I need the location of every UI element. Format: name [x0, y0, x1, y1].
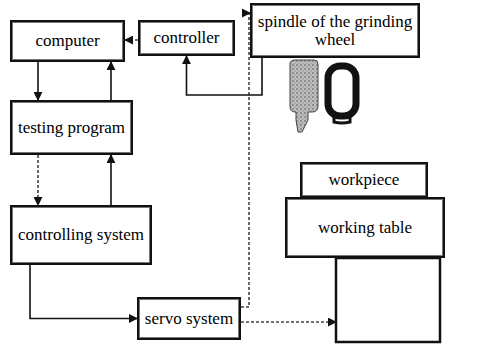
part-box: working table — [285, 197, 445, 258]
sensor-ring — [328, 66, 356, 123]
node-label: workpiece — [329, 171, 400, 189]
connector-arrow — [30, 265, 137, 319]
connector-arrow — [110, 155, 112, 205]
connector-arrow — [110, 62, 112, 100]
node-label: spindle of the grinding wheel — [257, 13, 413, 49]
node-label: servo system — [145, 310, 233, 328]
connector-arrow — [37, 62, 39, 100]
process-box: testing program — [10, 100, 133, 155]
node-label: controlling system — [18, 226, 144, 244]
process-box: controlling system — [10, 205, 152, 265]
node-label: computer — [35, 32, 99, 50]
connector-arrow — [241, 13, 250, 307]
connector-arrow — [241, 321, 336, 323]
connector-arrow — [125, 39, 138, 41]
table-base — [336, 258, 440, 342]
process-box: controller — [138, 20, 235, 56]
connector-arrow — [187, 56, 263, 95]
connector-arrow — [37, 155, 39, 205]
process-box: servo system — [137, 297, 241, 340]
node-label: testing program — [18, 119, 125, 137]
part-box: workpiece — [300, 162, 428, 198]
process-box: computer — [10, 20, 125, 62]
node-label: working table — [318, 219, 412, 237]
node-label: controller — [153, 29, 219, 47]
grinding-wheel — [290, 60, 318, 132]
process-box: spindle of the grinding wheel — [250, 3, 420, 58]
